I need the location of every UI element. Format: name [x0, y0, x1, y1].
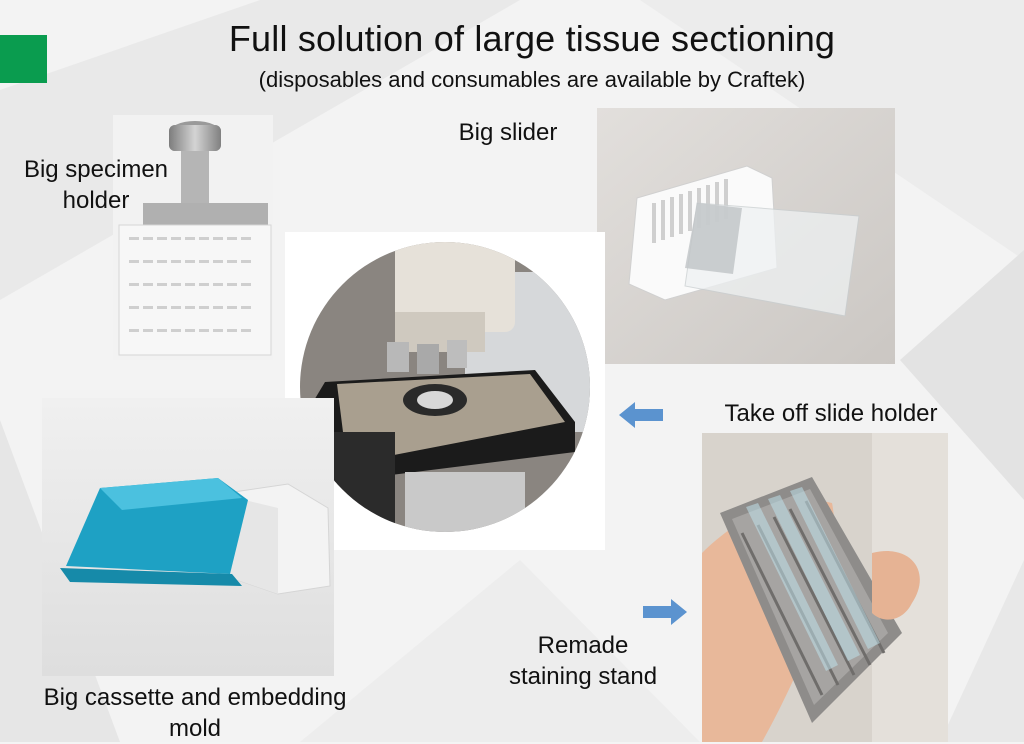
remade-staining-label-line1: Remade — [537, 632, 629, 659]
page-title: Full solution of large tissue sectioning — [228, 18, 836, 59]
cassette-mold-photo — [42, 398, 334, 676]
arrow-left-icon — [619, 402, 663, 428]
accent-block — [0, 35, 47, 83]
remade-staining-label-line2: staining stand — [508, 663, 658, 690]
staining-stand-photo — [702, 433, 948, 742]
page-subtitle: (disposables and consumables are availab… — [258, 67, 806, 92]
big-slider-photo — [597, 108, 895, 364]
cassette-mold-label-line1: Big cassette and embedding — [43, 684, 347, 711]
microscope-photo — [285, 232, 605, 550]
cassette-slots — [129, 237, 251, 332]
cassette-mold-label-line2: mold — [168, 715, 222, 742]
specimen-holder-label: Big specimen holder — [10, 154, 182, 216]
specimen-holder-label-line1: Big specimen — [23, 156, 169, 183]
specimen-holder-photo — [113, 115, 273, 360]
take-off-slide-holder-label: Take off slide holder — [724, 400, 938, 427]
arrow-right-icon — [643, 599, 687, 625]
big-slider-label: Big slider — [458, 119, 558, 146]
specimen-holder-label-line2: holder — [62, 187, 130, 214]
remade-staining-stand-label: Remade staining stand — [492, 630, 674, 692]
cassette-mold-label: Big cassette and embedding mold — [20, 682, 370, 744]
